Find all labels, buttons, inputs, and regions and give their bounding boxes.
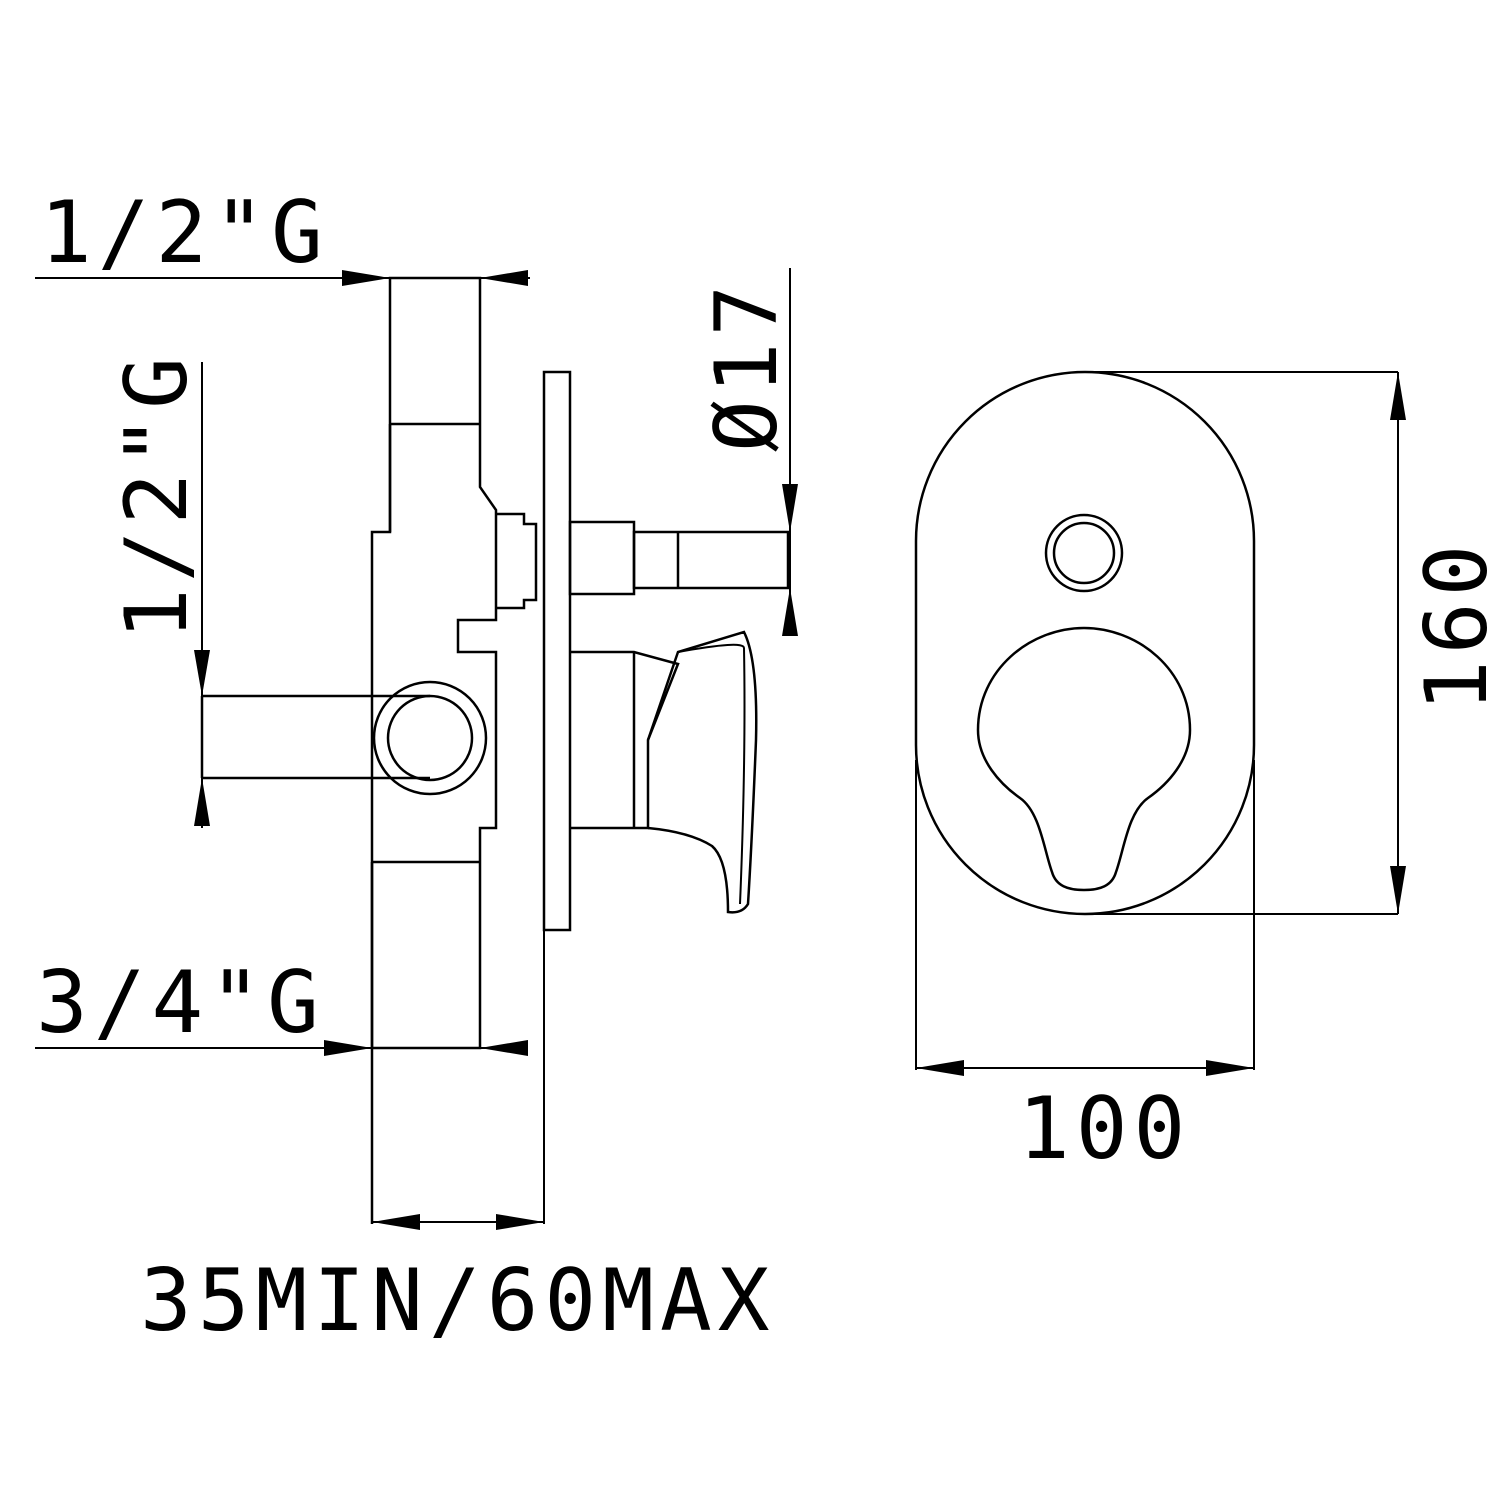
arrow-diameter-top (782, 484, 798, 532)
label-outlet: 3/4"G (36, 953, 325, 1053)
arrow-side-inlet-top (194, 650, 210, 696)
label-side-inlet: 1/2"G (107, 351, 207, 640)
arrow-outlet-left (324, 1040, 372, 1056)
label-top-inlet: 1/2"G (40, 183, 329, 283)
side-inlet-inner-ring (386, 694, 474, 782)
side-inlet-outer-ring (372, 680, 488, 796)
front-view: 160 100 (914, 370, 1500, 1179)
cover-plate (542, 370, 572, 932)
arrow-side-inlet-bottom (194, 778, 210, 826)
lever-front (976, 626, 1192, 892)
label-diameter: Ø17 (697, 279, 797, 452)
diverter-stem (632, 530, 790, 590)
label-depth: 35MIN/60MAX (140, 1251, 776, 1351)
diverter-knob-outer (1044, 513, 1124, 593)
arrow-height-top (1390, 372, 1406, 420)
arrow-width-left (916, 1060, 964, 1076)
lever-base (570, 650, 680, 830)
side-view: 1/2"G 1/2"G 3/4"G 35MIN/60MAX Ø17 (35, 183, 798, 1351)
arrow-depth-right (496, 1214, 544, 1230)
arrow-depth-left (372, 1214, 420, 1230)
valve-body-outline (370, 276, 498, 1050)
arrow-outlet-right (480, 1040, 528, 1056)
lever-handle-inner (677, 643, 746, 905)
arrow-diameter-bottom (782, 588, 798, 636)
lever-handle (646, 630, 758, 914)
cartridge-nut (496, 512, 538, 610)
label-height: 160 (1407, 539, 1500, 712)
cover-plate-front (914, 370, 1256, 916)
arrow-top-inlet-right (480, 270, 528, 286)
arrow-top-inlet-left (342, 270, 390, 286)
label-width: 100 (1018, 1079, 1191, 1179)
arrow-width-right (1206, 1060, 1254, 1076)
arrow-height-bottom (1390, 866, 1406, 914)
diverter-knob-inner (1052, 521, 1116, 585)
diverter-stem-base (568, 520, 636, 596)
